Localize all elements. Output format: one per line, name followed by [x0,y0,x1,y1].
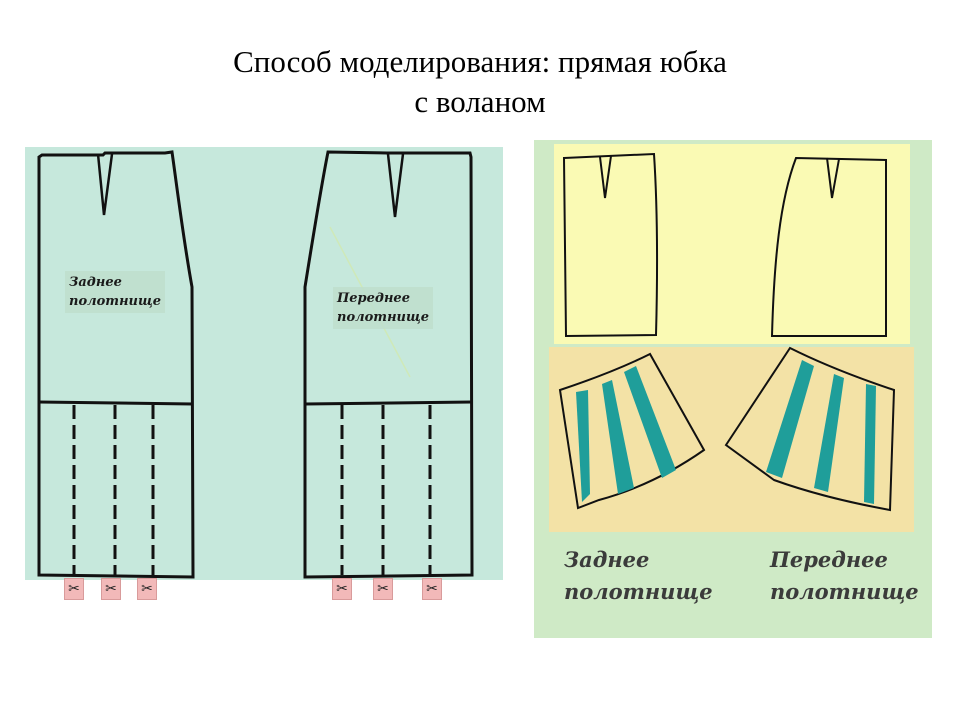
back-hem-line [38,400,194,406]
back-panel-outline [37,150,195,579]
front-yoke-outline [770,156,887,337]
front-yoke-dart [826,157,840,199]
front-flounce-stripes [766,360,876,504]
scissors-icon: ✂ [101,578,121,600]
flounce-pattern-panel: Заднее полотнище Переднее полотнище [534,140,932,638]
front-hem-line [304,400,473,406]
front-panel-label: Переднее полотнище [333,287,434,329]
scissors-icon: ✂ [332,578,352,600]
front-flounce-label: Переднее полотнище [770,547,919,604]
back-panel-label: Заднее полотнище [65,271,166,313]
back-dart [96,153,114,216]
title-line-1: Способ моделирования: прямая юбка [233,44,727,79]
back-slash-lines [72,405,155,575]
back-flounce-stripes [576,366,676,502]
scissors-icon: ✂ [64,578,84,600]
scissors-icon: ✂ [137,578,157,600]
back-yoke-dart [599,155,612,199]
scissors-icon: ✂ [373,578,393,600]
page-title: Способ моделирования: прямая юбка с вола… [0,42,960,122]
front-dart [386,153,405,218]
front-slash-lines [340,405,432,575]
front-panel-outline [303,150,474,579]
flounce-pattern-drawing [549,144,914,532]
straight-skirt-pattern-drawing [37,150,474,579]
back-flounce-label: Заднее полотнище [564,547,713,604]
straight-skirt-pattern-panel: Заднее полотнище Переднее полотнище [25,147,503,580]
title-line-2: с воланом [414,84,546,119]
back-yoke-outline [562,152,659,338]
scissors-icon: ✂ [422,578,442,600]
